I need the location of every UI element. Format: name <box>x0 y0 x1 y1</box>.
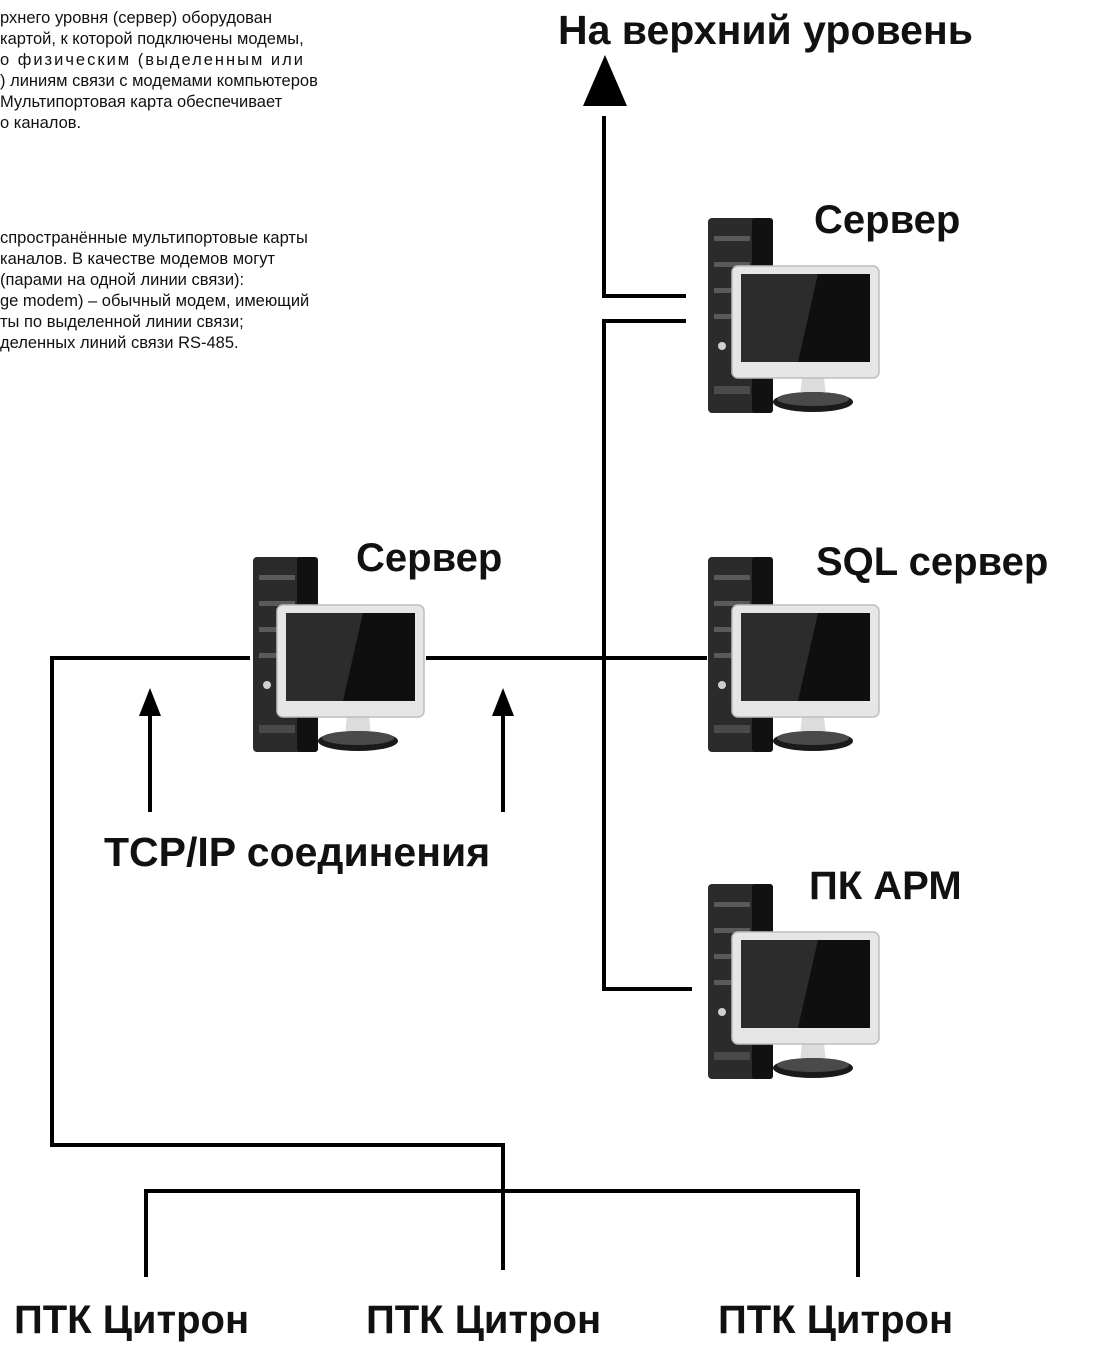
text-line: ge modem) – обычный модем, имеющий <box>0 292 310 310</box>
ptk-label-2: ПТК Цитрон <box>366 1298 602 1342</box>
desktop-computer-icon <box>707 556 880 753</box>
desktop-computer-icon <box>707 217 880 414</box>
text-line: ) линиям связи с модемами компьютеров <box>0 72 318 90</box>
pc-arm-label: ПК АРМ <box>809 864 962 908</box>
description-paragraph-2: спространённые мультипортовые карты кана… <box>0 228 502 354</box>
text-line: (парами на одной линии связи): <box>0 271 245 289</box>
desktop-computer-icon <box>252 556 425 753</box>
text-line: ты по выделенной линии связи; <box>0 313 244 331</box>
connection-lines <box>50 116 860 1277</box>
arrow-up-tcpip-left <box>139 688 161 716</box>
text-line: каналов. В качестве модемов могут <box>0 250 276 268</box>
text-line: о каналов. <box>0 114 82 132</box>
tcpip-label: TCP/IP соединения <box>104 829 491 875</box>
link-server-ptk <box>50 656 505 1270</box>
arrow-up-tcpip-right <box>492 688 514 716</box>
text-line: деленных линий связи RS-485. <box>0 334 239 352</box>
ptk-label-1: ПТК Цитрон <box>14 1298 250 1342</box>
link-upper-level <box>602 116 686 298</box>
text-line: о физическим (выделенным или <box>0 51 305 69</box>
text-line: картой, к которой подключены модемы, <box>0 30 304 48</box>
server-middle-label: Сервер <box>356 536 503 580</box>
text-line: Мультипортовая карта обеспечивает <box>0 93 283 111</box>
link-ptk-bus <box>144 1189 860 1277</box>
text-line: рхнего уровня (сервер) оборудован <box>0 9 273 27</box>
desktop-computer-icon <box>707 883 880 1080</box>
upper-level-label: На верхний уровень <box>558 7 973 53</box>
text-line: спространённые мультипортовые карты <box>0 229 308 247</box>
description-paragraph-1: рхнего уровня (сервер) оборудован картой… <box>0 8 502 134</box>
arrow-up-upper-level <box>583 55 627 106</box>
link-server-bus <box>602 319 692 991</box>
sql-server-label: SQL сервер <box>816 540 1049 584</box>
server-top-label: Сервер <box>814 198 961 242</box>
ptk-label-3: ПТК Цитрон <box>718 1298 954 1342</box>
